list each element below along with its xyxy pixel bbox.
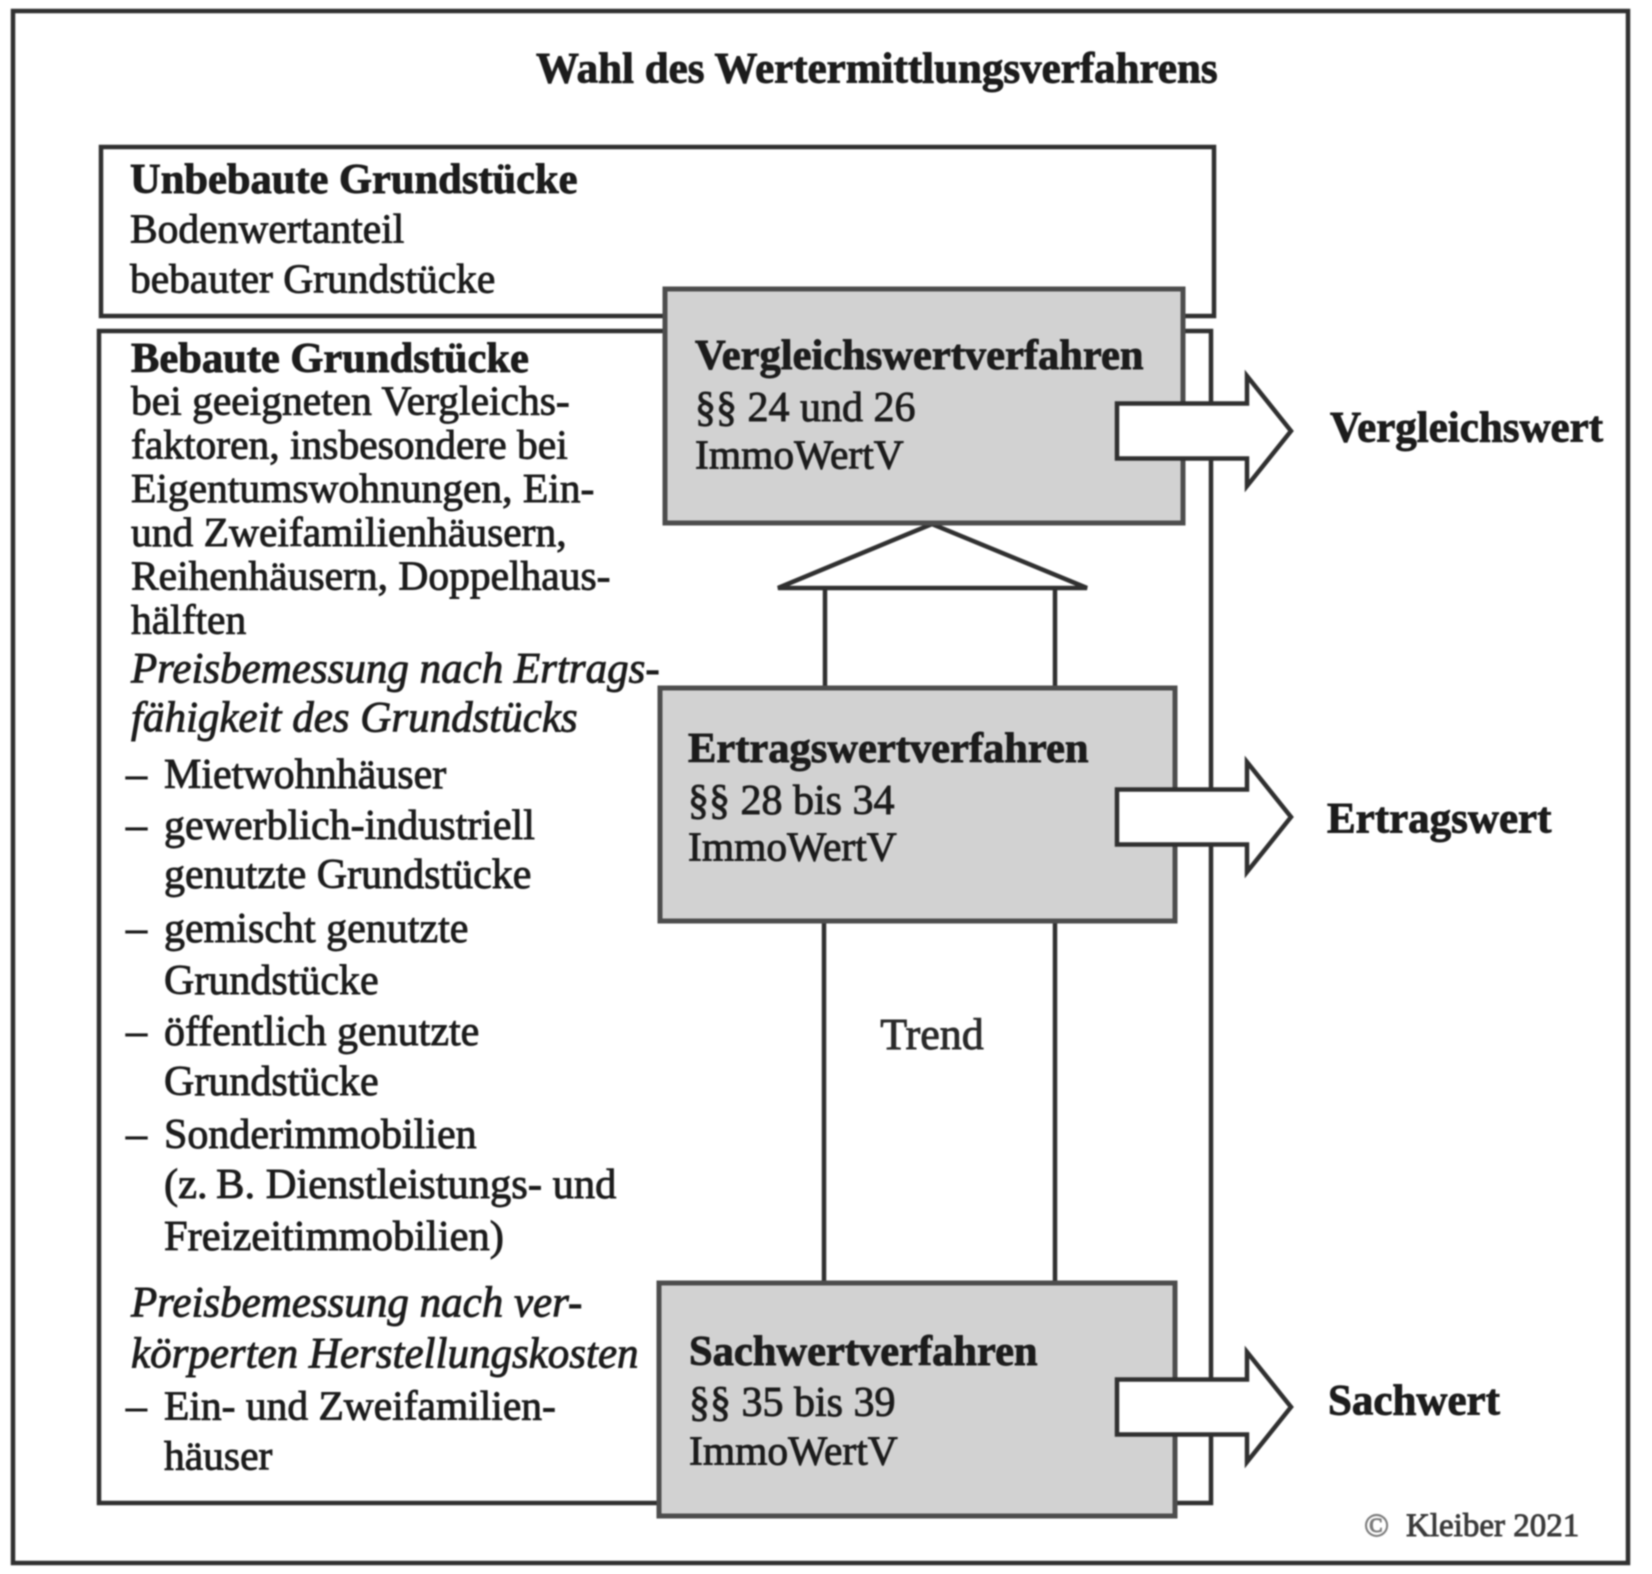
svg-text:Eigentumswohnungen, Ein-: Eigentumswohnungen, Ein-: [131, 465, 594, 511]
svg-text:bebauter Grundstücke: bebauter Grundstücke: [130, 256, 495, 302]
svg-text:öffentlich genutzte: öffentlich genutzte: [164, 1009, 479, 1055]
svg-text:Trend: Trend: [880, 1010, 984, 1059]
svg-text:fähigkeit des Grundstücks: fähigkeit des Grundstücks: [131, 695, 578, 742]
svg-text:(z. B. Dienstleistungs- und: (z. B. Dienstleistungs- und: [164, 1161, 616, 1208]
svg-text:Sachwert: Sachwert: [1328, 1378, 1501, 1425]
svg-text:und Zweifamilienhäusern,: und Zweifamilienhäusern,: [131, 509, 567, 555]
svg-text:Ertragswert: Ertragswert: [1327, 796, 1552, 843]
svg-text:Ein- und Zweifamilien-: Ein- und Zweifamilien-: [164, 1383, 556, 1429]
svg-text:Wahl des Wertermittlungsverfah: Wahl des Wertermittlungsverfahrens: [536, 46, 1218, 93]
svg-text:–: –: [125, 752, 148, 798]
svg-text:Unbebaute Grundstücke: Unbebaute Grundstücke: [130, 156, 578, 203]
svg-text:faktoren, insbesondere bei: faktoren, insbesondere bei: [131, 421, 568, 467]
svg-text:–: –: [125, 906, 148, 952]
svg-text:Ertragswertverfahren: Ertragswertverfahren: [688, 725, 1088, 772]
svg-text:–: –: [125, 803, 148, 849]
svg-text:Grundstücke: Grundstücke: [164, 1059, 379, 1105]
svg-text:Grundstücke: Grundstücke: [164, 958, 379, 1004]
svg-text:Mietwohnhäuser: Mietwohnhäuser: [164, 752, 446, 798]
svg-text:gewerblich-industriell: gewerblich-industriell: [164, 803, 535, 849]
svg-text:Preisbemessung nach Ertrags-: Preisbemessung nach Ertrags-: [130, 646, 660, 693]
svg-text:§§ 24 und 26: §§ 24 und 26: [695, 385, 916, 431]
svg-text:Vergleichswertverfahren: Vergleichswertverfahren: [695, 332, 1143, 379]
svg-text:§§ 28 bis 34: §§ 28 bis 34: [688, 778, 895, 824]
svg-text:Bodenwertanteil: Bodenwertanteil: [130, 206, 404, 252]
svg-text:ImmoWertV: ImmoWertV: [695, 432, 904, 478]
svg-text:bei geeigneten Vergleichs-: bei geeigneten Vergleichs-: [131, 378, 570, 424]
svg-text:©: ©: [1364, 1508, 1389, 1544]
svg-text:körperten Herstellungskosten: körperten Herstellungskosten: [131, 1331, 639, 1378]
svg-text:Bebaute Grundstücke: Bebaute Grundstücke: [131, 335, 529, 382]
svg-text:hälften: hälften: [131, 597, 246, 643]
svg-text:–: –: [125, 1009, 148, 1055]
svg-text:ImmoWertV: ImmoWertV: [688, 824, 897, 870]
svg-text:gemischt genutzte: gemischt genutzte: [164, 906, 468, 952]
svg-text:Sachwertverfahren: Sachwertverfahren: [689, 1328, 1038, 1375]
svg-text:Preisbemessung nach ver-: Preisbemessung nach ver-: [130, 1280, 582, 1327]
svg-text:ImmoWertV: ImmoWertV: [689, 1428, 898, 1474]
svg-text:Reihenhäusern, Doppelhaus-: Reihenhäusern, Doppelhaus-: [131, 553, 610, 599]
svg-text:Sonderimmobilien: Sonderimmobilien: [164, 1112, 477, 1158]
svg-text:–: –: [125, 1383, 148, 1429]
svg-text:Freizeitimmobilien): Freizeitimmobilien): [164, 1213, 504, 1260]
svg-text:–: –: [125, 1112, 148, 1158]
svg-text:genutzte Grundstücke: genutzte Grundstücke: [164, 852, 531, 898]
svg-text:häuser: häuser: [164, 1433, 272, 1479]
svg-text:Vergleichswert: Vergleichswert: [1330, 405, 1604, 452]
svg-text:Kleiber 2021: Kleiber 2021: [1406, 1508, 1579, 1544]
svg-text:§§ 35 bis 39: §§ 35 bis 39: [689, 1380, 896, 1426]
